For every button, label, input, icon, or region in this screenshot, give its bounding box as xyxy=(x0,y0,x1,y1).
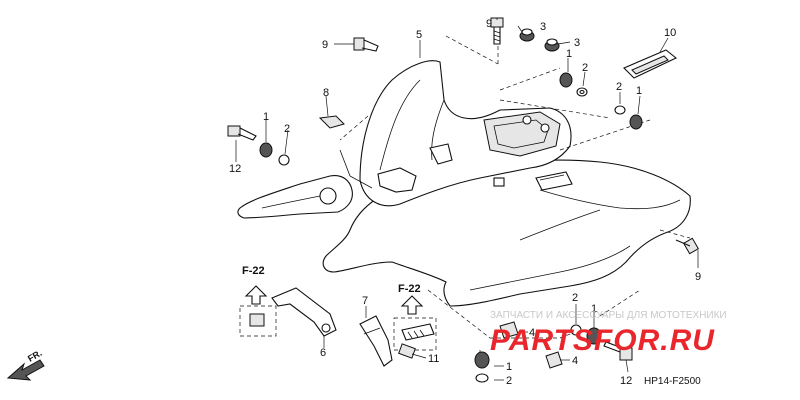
collar-bottom xyxy=(474,351,490,369)
callout-12-bottom: 12 xyxy=(620,375,632,387)
callout-2-right-mid: 2 xyxy=(616,81,622,93)
washer-bottom xyxy=(475,373,489,383)
callout-9-top: 9 xyxy=(486,18,492,30)
washer-left xyxy=(278,154,290,166)
callout-1-lower-right: 1 xyxy=(591,303,597,315)
callout-1-bottom: 1 xyxy=(506,361,512,373)
bracket-6-group xyxy=(239,285,337,337)
collar-left xyxy=(259,142,273,158)
callout-12-left: 12 xyxy=(229,163,241,175)
grommet-2 xyxy=(544,38,560,52)
collar-right-upper xyxy=(559,72,573,88)
leader-lines xyxy=(235,18,699,381)
bolt-top xyxy=(490,17,504,45)
callout-1-right-mid: 1 xyxy=(636,85,642,97)
reference-f22-left: F-22 xyxy=(242,265,265,277)
callout-5: 5 xyxy=(416,29,422,41)
callout-2-bottom: 2 xyxy=(506,375,512,387)
callout-4-center: 4 xyxy=(529,327,535,339)
callout-3-top: 3 xyxy=(540,21,546,33)
callout-1-left: 1 xyxy=(263,111,269,123)
callout-9-right: 9 xyxy=(695,271,701,283)
nut-lower-4 xyxy=(545,351,563,369)
callout-8: 8 xyxy=(323,87,329,99)
watermark-tagline: ЗАПЧАСТИ И АКСЕССУАРЫ ДЛЯ МОТОТЕХНИКИ xyxy=(490,310,727,321)
bolt-left-12 xyxy=(227,125,257,141)
callout-4-lower: 4 xyxy=(572,355,578,367)
washer-right-mid xyxy=(614,105,626,115)
callout-2-left: 2 xyxy=(284,123,290,135)
nut-center-4 xyxy=(499,321,519,339)
callout-1-right-upper: 1 xyxy=(566,48,572,60)
callout-3-mid: 3 xyxy=(574,37,580,49)
hardware-parts xyxy=(227,17,700,383)
callout-2-lower-right: 2 xyxy=(572,292,578,304)
clip-8 xyxy=(318,115,345,129)
callout-6: 6 xyxy=(320,347,326,359)
callout-9-left: 9 xyxy=(322,39,328,51)
rear-fender-body xyxy=(237,60,691,307)
bolt-right-9 xyxy=(675,237,700,255)
washer-lower-right xyxy=(570,324,582,336)
callout-7: 7 xyxy=(362,295,368,307)
front-direction-arrow: FR. xyxy=(6,348,45,381)
grommet-1 xyxy=(519,28,535,42)
bracket-7-group xyxy=(359,295,437,367)
washer-right-upper xyxy=(576,87,588,97)
callout-labels: 9 3 3 9 5 10 1 2 2 1 8 1 2 12 9 2 1 4 4 … xyxy=(229,18,701,387)
seat-strap xyxy=(623,49,678,79)
callout-11: 11 xyxy=(428,353,439,365)
callout-2-right-upper: 2 xyxy=(582,62,588,74)
reference-f22-right: F-22 xyxy=(398,283,421,295)
diagram-code: HP14-F2500 xyxy=(644,376,701,387)
watermark-brand: PARTSFOR.RU xyxy=(490,324,715,357)
bolt-left-upper xyxy=(353,37,379,52)
collar-right-mid xyxy=(629,114,643,130)
callout-10: 10 xyxy=(664,27,676,39)
